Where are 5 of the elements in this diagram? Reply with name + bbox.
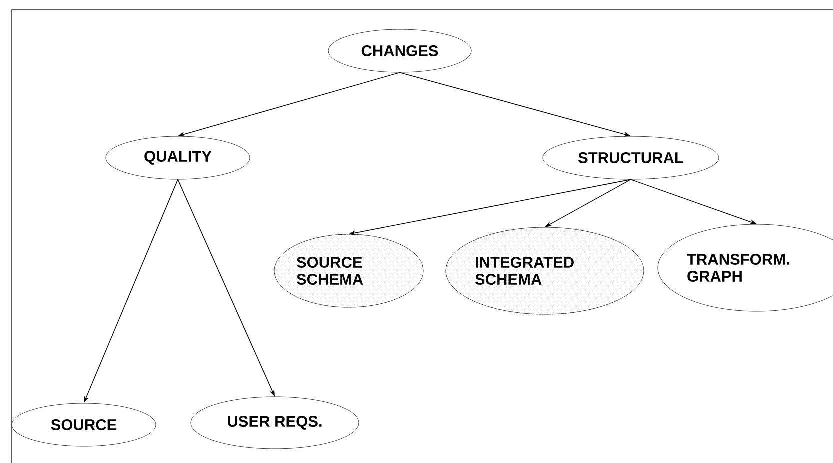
ellipse-node: STRUCTURAL [542, 136, 720, 180]
ellipse-node: CHANGES [328, 29, 472, 73]
ellipse-node: QUALITY [106, 136, 250, 180]
ellipse-node: USER REQS. [190, 396, 360, 450]
ellipse-node: SOURCE [12, 403, 156, 447]
